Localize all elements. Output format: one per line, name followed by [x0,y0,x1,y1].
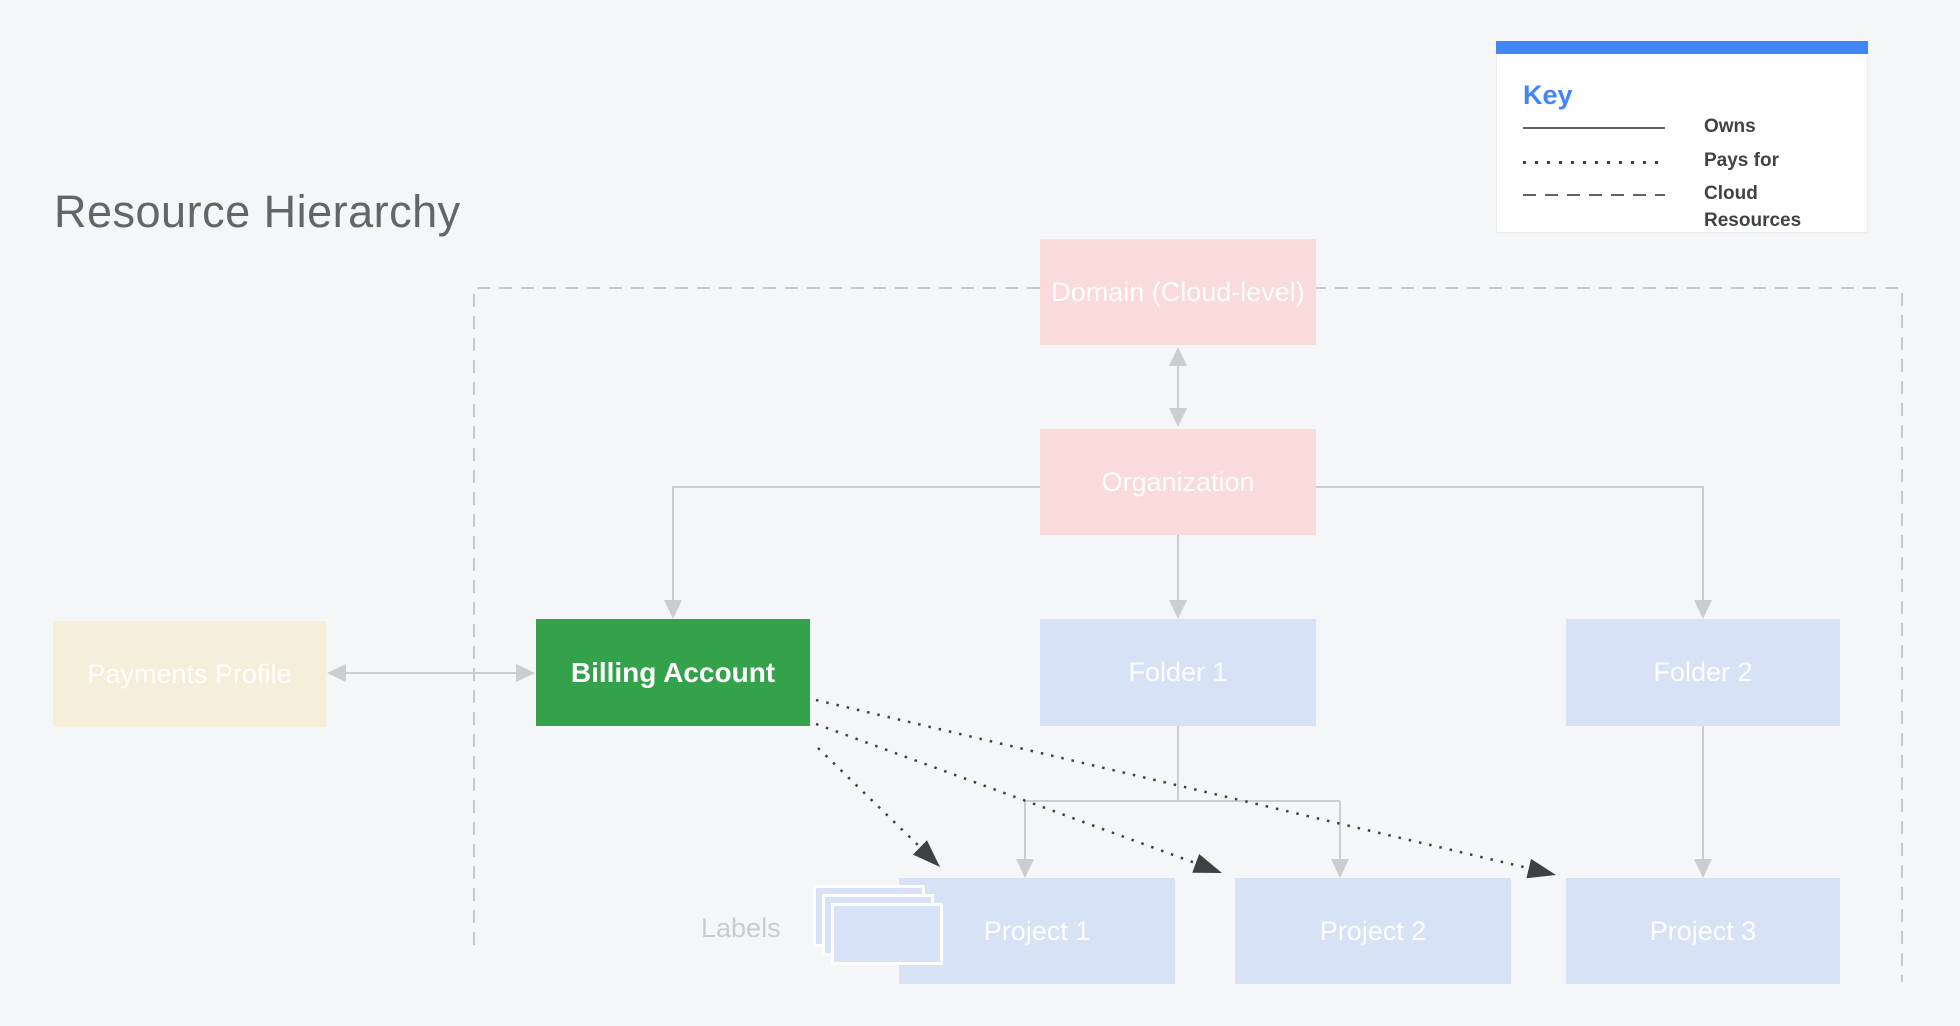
node-domain: Domain (Cloud-level) [1040,239,1316,345]
key-line-solid-owns-sample [1523,127,1665,129]
node-billing-account: Billing Account [536,619,810,726]
node-project-1-label: Project 1 [983,915,1091,946]
key-heading: Key [1523,80,1573,110]
node-domain-label: Domain (Cloud-level) [1051,276,1305,307]
labels-caption: Labels [701,913,781,943]
page-title: Resource Hierarchy [54,186,461,237]
owns-connector-domain-organization [1169,347,1187,427]
node-payments-profile: Payments Profile [53,621,326,727]
key-label-pays-for: Pays for [1704,150,1779,171]
labels-stack-icon [813,885,947,969]
owns-connector-payments-billing [327,664,535,682]
node-project-2: Project 2 [1235,878,1511,984]
owns-connector-organization-folder2 [1316,486,1712,619]
node-folder-1-label: Folder 1 [1128,657,1228,687]
key-line-dashed-cloud-resources-sample [1523,194,1665,196]
node-project-3: Project 3 [1566,878,1840,984]
node-organization: Organization [1040,429,1316,535]
node-organization-label: Organization [1101,466,1255,497]
key-top-accent-bar [1496,41,1868,54]
label-card-front [831,903,943,965]
owns-connector-folder1-projects [1016,726,1349,878]
node-folder-2-label: Folder 2 [1653,657,1753,687]
key-line-dotted-pays-for-sample [1523,161,1665,164]
owns-connector-organization-folder1 [1169,535,1187,619]
node-billing-account-label: Billing Account [570,656,776,688]
key-legend: Key Owns Pays for Cloud Resources [1496,41,1868,233]
owns-connector-folder2-project3 [1694,726,1712,878]
pays-for-arrow-billing-project3 [815,698,1556,879]
node-project-2-label: Project 2 [1319,915,1427,946]
pays-for-arrow-billing-project1 [817,747,940,867]
owns-connector-organization-billing [664,486,1040,619]
key-label-cloud-resources: Cloud Resources [1704,183,1802,231]
node-project-3-label: Project 3 [1649,915,1757,946]
node-folder-2: Folder 2 [1566,619,1840,726]
node-folder-1: Folder 1 [1040,619,1316,726]
node-payments-profile-label: Payments Profile [87,658,292,689]
pays-for-arrow-billing-project2 [815,722,1222,873]
key-label-owns: Owns [1704,116,1756,137]
